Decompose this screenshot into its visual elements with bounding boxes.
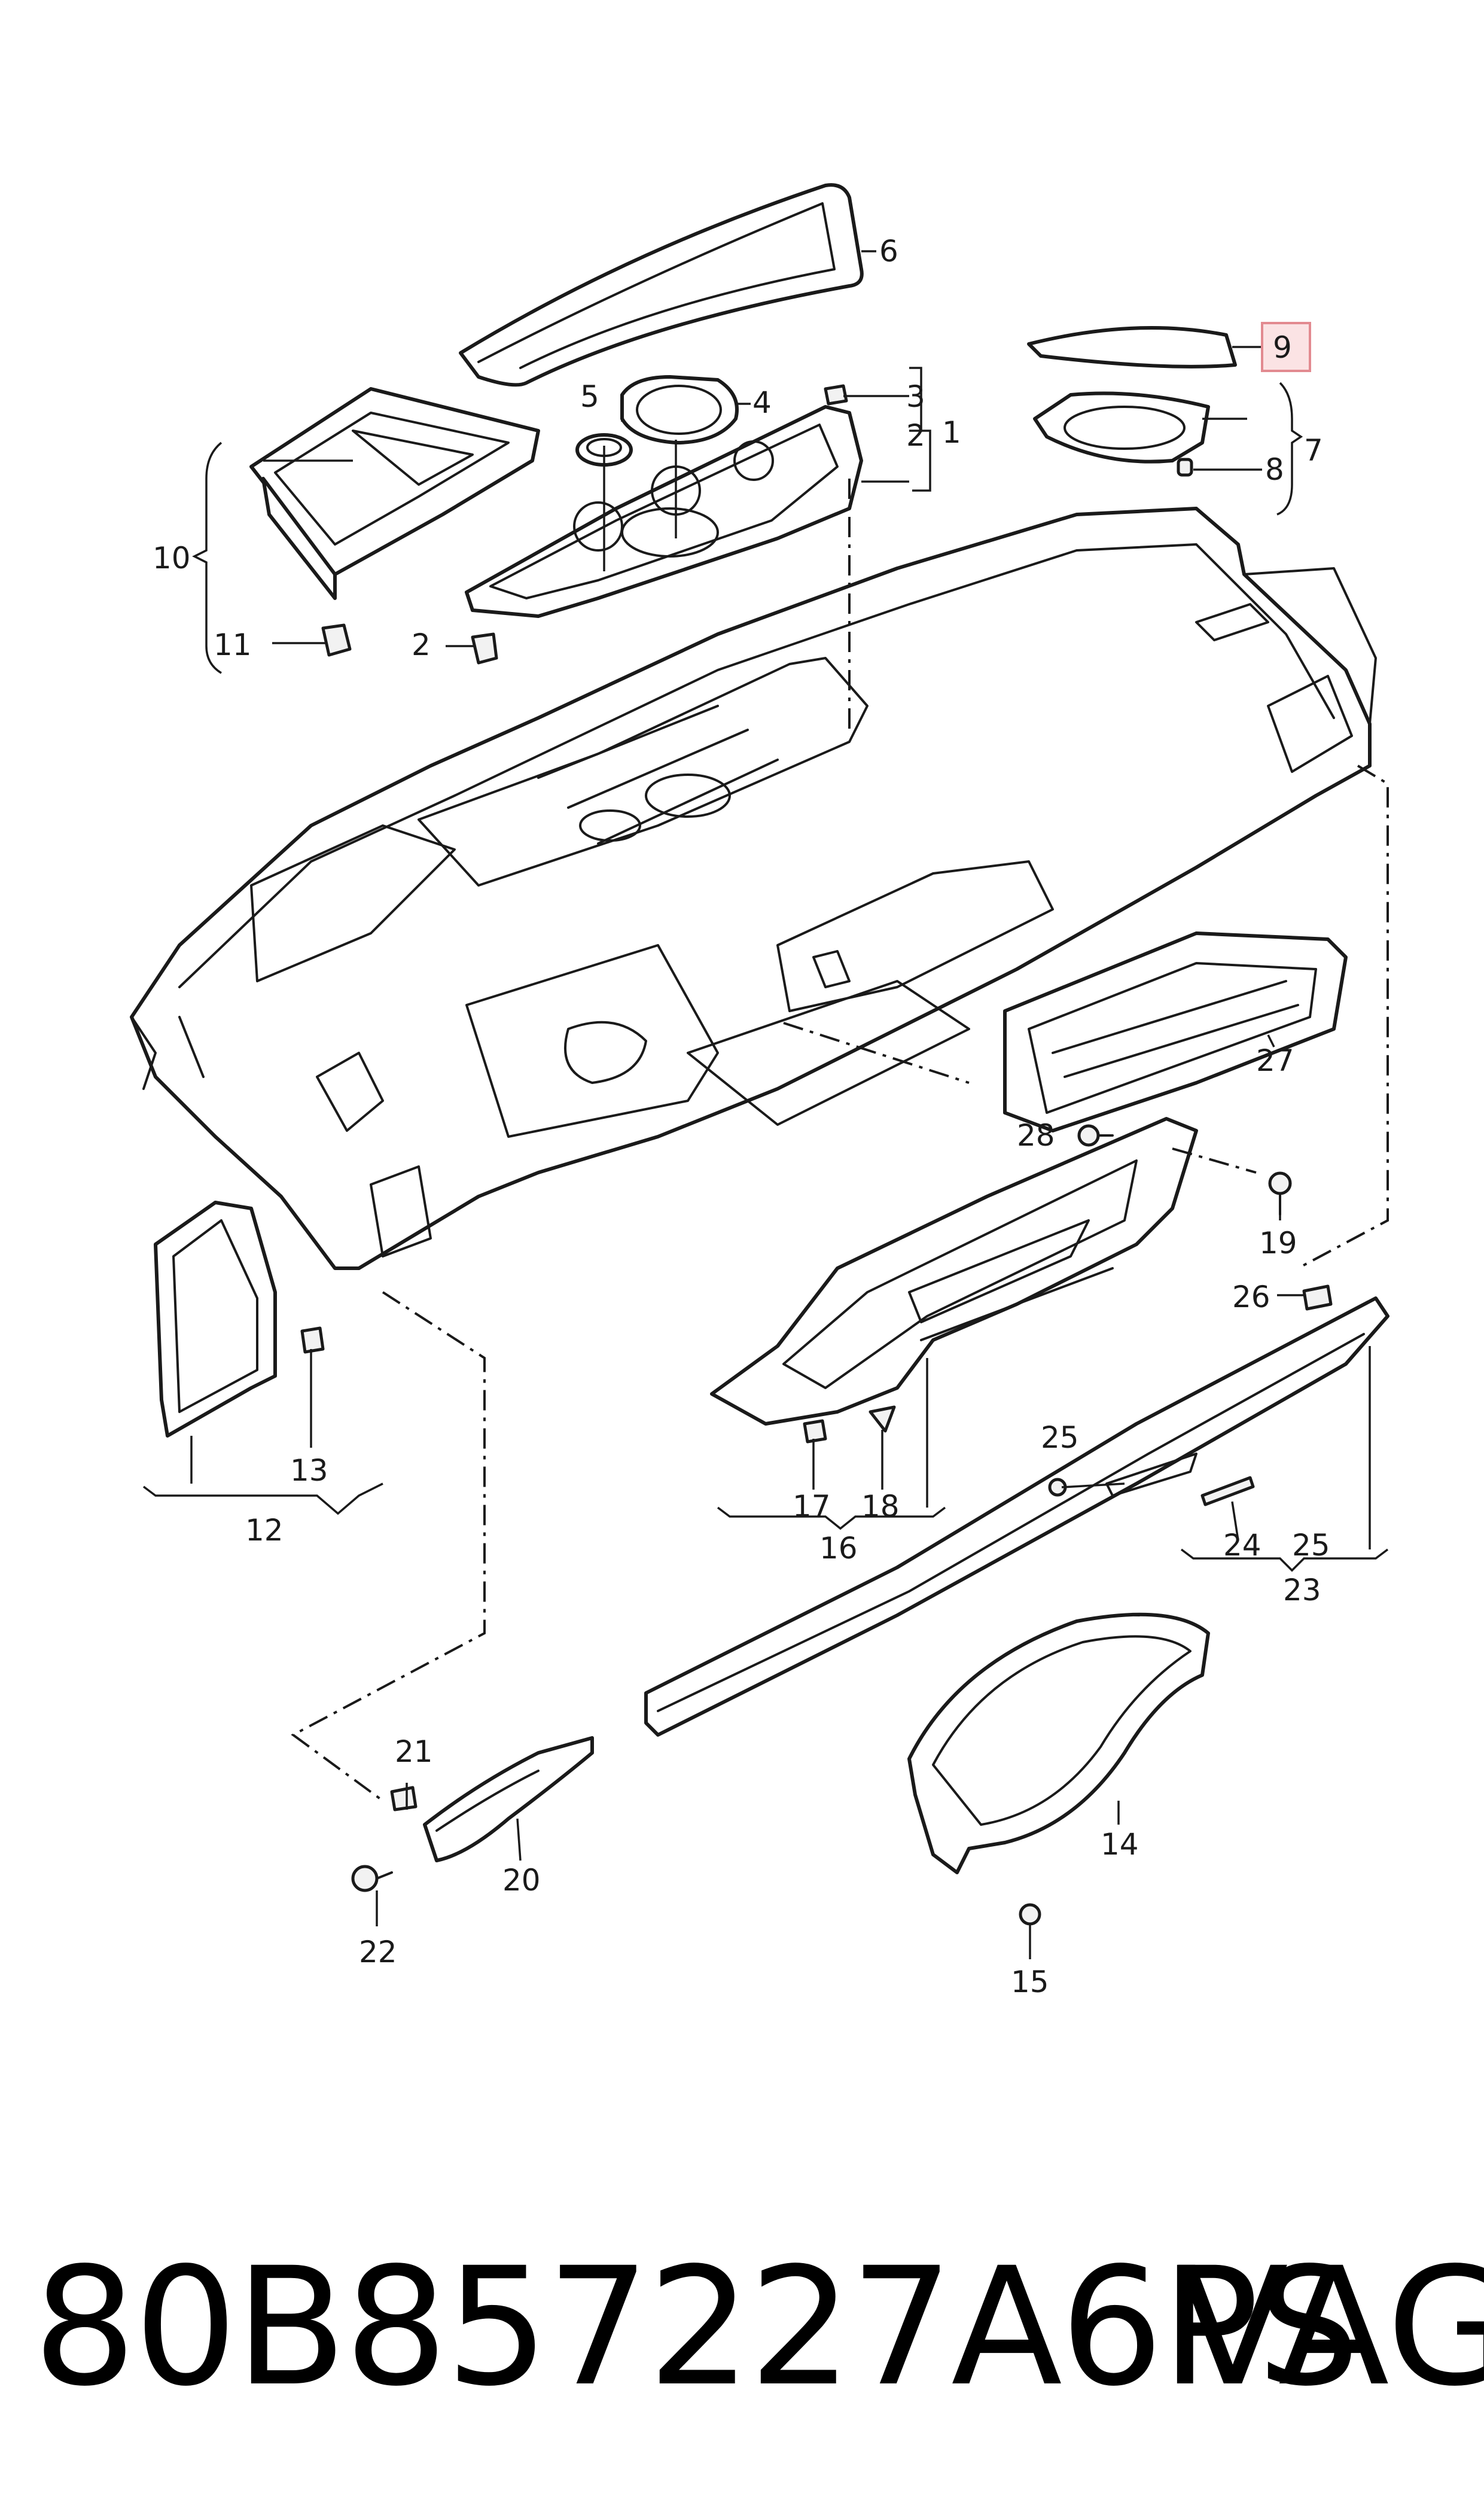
part-number-label: 80B857227A6PS — [33, 2233, 1360, 2422]
part-22-bolt — [351, 1865, 393, 1892]
part-20-side-trim — [423, 1736, 594, 1862]
callout-9: 9 — [1273, 330, 1292, 365]
callout-7: 7 — [1304, 433, 1323, 468]
callout-26: 26 — [1232, 1280, 1270, 1314]
part-7-frame — [1033, 391, 1210, 464]
callout-5: 5 — [580, 379, 599, 414]
part-13-clip — [300, 1326, 325, 1354]
callout-20: 20 — [502, 1863, 541, 1898]
part-15-screw — [1019, 1903, 1041, 1926]
part-16-lower-trim-panel — [710, 1117, 1198, 1426]
callout-4: 4 — [752, 385, 772, 420]
brand-label: VAG — [1177, 2233, 1484, 2422]
callout-27: 27 — [1256, 1043, 1294, 1078]
callout-25-right: 25 — [1292, 1528, 1330, 1563]
callout-labels: 1 2 2 3 4 5 6 7 8 9 10 11 12 13 14 15 16… — [153, 234, 1330, 1999]
callout-1: 1 — [942, 415, 961, 450]
part-9-cover — [1027, 326, 1237, 369]
callout-2-lower: 2 — [412, 628, 431, 662]
callout-13: 13 — [290, 1453, 328, 1488]
callout-10: 10 — [153, 541, 191, 576]
callout-2-upper: 2 — [906, 418, 925, 453]
part-26-clip — [1302, 1284, 1333, 1311]
part-4-speaker-ring — [620, 375, 739, 444]
part-28-screw — [1077, 1124, 1114, 1147]
part-6-upper-trim-strip — [459, 183, 864, 387]
part-23-decor-trim — [644, 1296, 1389, 1737]
callout-21: 21 — [395, 1734, 433, 1769]
callout-19: 19 — [1259, 1226, 1297, 1260]
part-19-screw — [1268, 1171, 1292, 1216]
part-21-clip — [390, 1786, 418, 1811]
part-10-display-housing — [249, 387, 540, 600]
callout-23: 23 — [1283, 1573, 1321, 1607]
callout-3: 3 — [906, 379, 925, 414]
callout-18: 18 — [861, 1489, 900, 1524]
callout-12: 12 — [245, 1513, 284, 1548]
callout-14: 14 — [1101, 1827, 1139, 1862]
part-24-strip — [1200, 1476, 1255, 1506]
part-8-grommet — [1177, 458, 1193, 477]
callout-25-left: 25 — [1041, 1420, 1079, 1455]
dashboard-main-body — [130, 507, 1377, 1270]
callout-8: 8 — [1265, 452, 1284, 487]
part-18-clip — [869, 1405, 896, 1433]
assembly-reference-lines — [291, 479, 1389, 1802]
callout-24: 24 — [1223, 1528, 1261, 1563]
part-11-clip — [321, 623, 352, 657]
callout-17: 17 — [793, 1489, 831, 1524]
part-17-clip — [803, 1419, 827, 1444]
part-3-clip — [824, 384, 848, 406]
part-12-side-cover — [154, 1201, 277, 1438]
callout-28: 28 — [1017, 1118, 1055, 1153]
part-2-clip — [471, 632, 498, 665]
part-27-air-duct — [1003, 931, 1348, 1132]
callout-22: 22 — [359, 1935, 397, 1969]
leader-lines — [190, 250, 1371, 1959]
highlight-box-part-9 — [1261, 322, 1311, 372]
callout-16: 16 — [819, 1531, 858, 1566]
callout-11: 11 — [214, 628, 252, 662]
part-14-instrument-cluster — [907, 1612, 1210, 1874]
callout-6: 6 — [879, 234, 898, 269]
bracket-lines — [142, 367, 1389, 1572]
callout-15: 15 — [1011, 1965, 1049, 1999]
